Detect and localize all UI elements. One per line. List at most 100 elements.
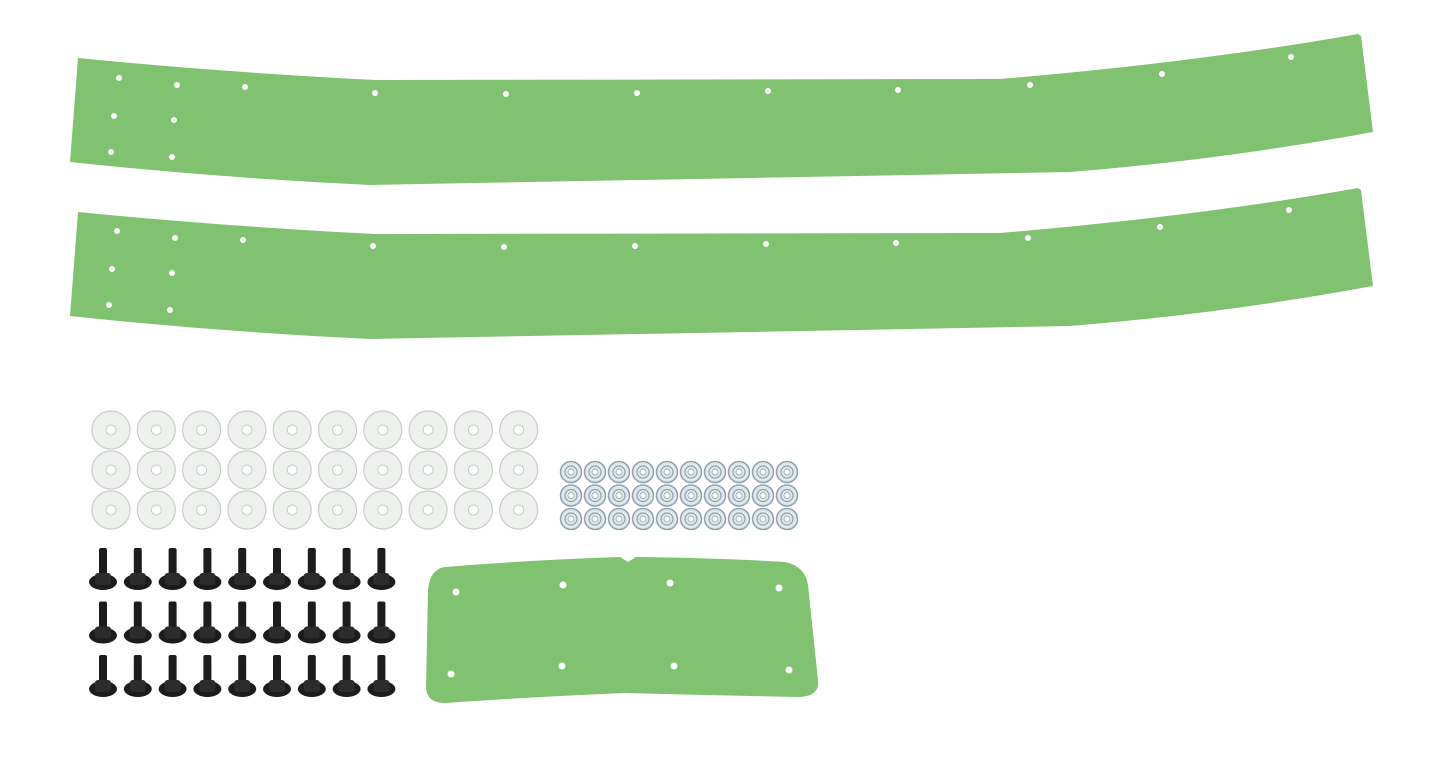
washer bbox=[408, 490, 448, 530]
black-bolt bbox=[263, 655, 291, 697]
black-bolt bbox=[297, 548, 326, 590]
mounting-hole bbox=[765, 88, 771, 94]
mounting-hole bbox=[171, 117, 177, 123]
mounting-hole bbox=[1286, 207, 1292, 213]
black-bolt bbox=[228, 548, 257, 590]
mounting-hole bbox=[109, 266, 115, 272]
flange-nut bbox=[679, 507, 703, 531]
center-plate bbox=[426, 557, 819, 703]
mounting-hole bbox=[785, 666, 793, 674]
mounting-hole bbox=[447, 670, 455, 678]
flange-nut bbox=[655, 507, 679, 531]
strip-body bbox=[70, 188, 1373, 339]
flange-nut bbox=[559, 460, 583, 484]
flange-nut bbox=[679, 484, 703, 507]
black-bolt bbox=[193, 655, 222, 697]
flange-nut bbox=[607, 507, 631, 531]
mounting-hole bbox=[558, 662, 566, 670]
mounting-hole bbox=[370, 243, 376, 249]
washer bbox=[136, 410, 176, 450]
mounting-hole bbox=[559, 581, 567, 589]
bolt-group bbox=[89, 548, 396, 697]
flange-nut bbox=[559, 484, 583, 507]
long-strip bbox=[70, 34, 1373, 185]
flange-nut bbox=[751, 507, 775, 531]
mounting-hole bbox=[1025, 235, 1031, 241]
black-bolt bbox=[158, 655, 187, 697]
mounting-hole bbox=[1288, 54, 1294, 60]
washer-group bbox=[91, 410, 539, 530]
mounting-hole bbox=[169, 270, 175, 276]
flange-nut bbox=[583, 507, 607, 531]
black-bolt bbox=[297, 655, 326, 697]
flange-nut bbox=[631, 484, 655, 507]
black-bolt bbox=[228, 601, 257, 644]
flange-nut bbox=[559, 507, 583, 531]
mounting-hole bbox=[893, 240, 899, 246]
mounting-hole bbox=[1157, 224, 1163, 230]
washer bbox=[91, 410, 131, 450]
long-strips bbox=[70, 34, 1373, 339]
black-bolt bbox=[193, 601, 222, 644]
strip-body bbox=[70, 34, 1373, 185]
washer bbox=[363, 450, 403, 490]
washer bbox=[91, 450, 131, 490]
mounting-hole bbox=[167, 307, 173, 313]
mounting-hole bbox=[172, 235, 178, 241]
mounting-hole bbox=[501, 244, 507, 250]
washer bbox=[227, 490, 267, 530]
mounting-hole bbox=[503, 91, 509, 97]
washer bbox=[272, 410, 312, 450]
flange-nut bbox=[727, 484, 751, 507]
washer bbox=[363, 410, 403, 450]
mounting-hole bbox=[775, 584, 783, 592]
nut-group bbox=[559, 460, 799, 531]
flange-nut bbox=[631, 507, 655, 531]
mounting-hole bbox=[452, 588, 460, 596]
mounting-hole bbox=[116, 75, 122, 81]
washer bbox=[453, 490, 493, 530]
mounting-hole bbox=[174, 82, 180, 88]
flange-nut bbox=[775, 460, 799, 484]
flange-nut bbox=[607, 484, 631, 507]
washer bbox=[136, 490, 176, 530]
black-bolt bbox=[332, 655, 361, 697]
mounting-hole bbox=[895, 87, 901, 93]
washer bbox=[272, 490, 312, 530]
mounting-hole bbox=[240, 237, 246, 243]
flange-nut bbox=[583, 460, 607, 484]
flange-nut bbox=[607, 460, 631, 484]
washer bbox=[408, 450, 448, 490]
washer bbox=[91, 490, 131, 530]
washer bbox=[363, 490, 403, 530]
black-bolt bbox=[332, 601, 361, 644]
mounting-hole bbox=[1027, 82, 1033, 88]
black-bolt bbox=[158, 601, 187, 644]
black-bolt bbox=[367, 601, 396, 644]
black-bolt bbox=[367, 655, 396, 697]
mounting-hole bbox=[632, 243, 638, 249]
washer bbox=[182, 410, 222, 450]
black-bolt bbox=[123, 548, 152, 590]
mounting-hole bbox=[666, 579, 674, 587]
flange-nut bbox=[703, 484, 727, 507]
washer bbox=[499, 410, 539, 450]
flange-nut bbox=[655, 460, 679, 484]
washer bbox=[453, 410, 493, 450]
mounting-hole bbox=[242, 84, 248, 90]
washer bbox=[499, 450, 539, 490]
flange-nut bbox=[727, 507, 751, 531]
flange-nut bbox=[703, 460, 727, 484]
black-bolt bbox=[263, 601, 291, 644]
washer bbox=[453, 450, 493, 490]
washer bbox=[227, 450, 267, 490]
black-bolt bbox=[297, 601, 326, 644]
black-bolt bbox=[367, 548, 396, 590]
washer bbox=[317, 450, 358, 490]
washer bbox=[136, 450, 176, 490]
black-bolt bbox=[89, 655, 117, 697]
washer bbox=[227, 410, 267, 450]
mounting-hole bbox=[111, 113, 117, 119]
black-bolt bbox=[123, 655, 152, 697]
flange-nut bbox=[775, 484, 799, 507]
